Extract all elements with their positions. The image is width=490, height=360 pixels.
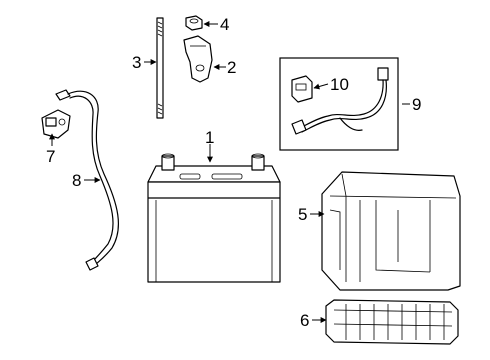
hold-down-bracket: [183, 35, 213, 83]
cable-harness: [291, 67, 389, 135]
callout-8: 8: [72, 171, 81, 190]
callout-3: 3: [132, 53, 141, 72]
harness-inset-box: [279, 57, 399, 151]
callout-2: 2: [227, 58, 236, 77]
callout-labels: 1 2 3 4 5 6 7 8 9 10: [46, 15, 421, 330]
battery: [147, 153, 281, 283]
callout-10: 10: [330, 75, 349, 94]
callout-6: 6: [300, 311, 309, 330]
battery-tray: [321, 171, 461, 291]
battery-cable: [55, 89, 119, 271]
fuse-holder: [291, 75, 313, 103]
callout-1: 1: [205, 128, 214, 147]
callout-4: 4: [220, 15, 229, 34]
hold-down-rod: [156, 17, 164, 119]
callout-7: 7: [46, 147, 55, 166]
callout-5: 5: [298, 205, 307, 224]
nut: [185, 15, 203, 31]
terminal-clamp: [41, 109, 71, 139]
callout-9: 9: [412, 95, 421, 114]
tray-insert: [325, 299, 459, 345]
leader-lines: [49, 21, 410, 323]
